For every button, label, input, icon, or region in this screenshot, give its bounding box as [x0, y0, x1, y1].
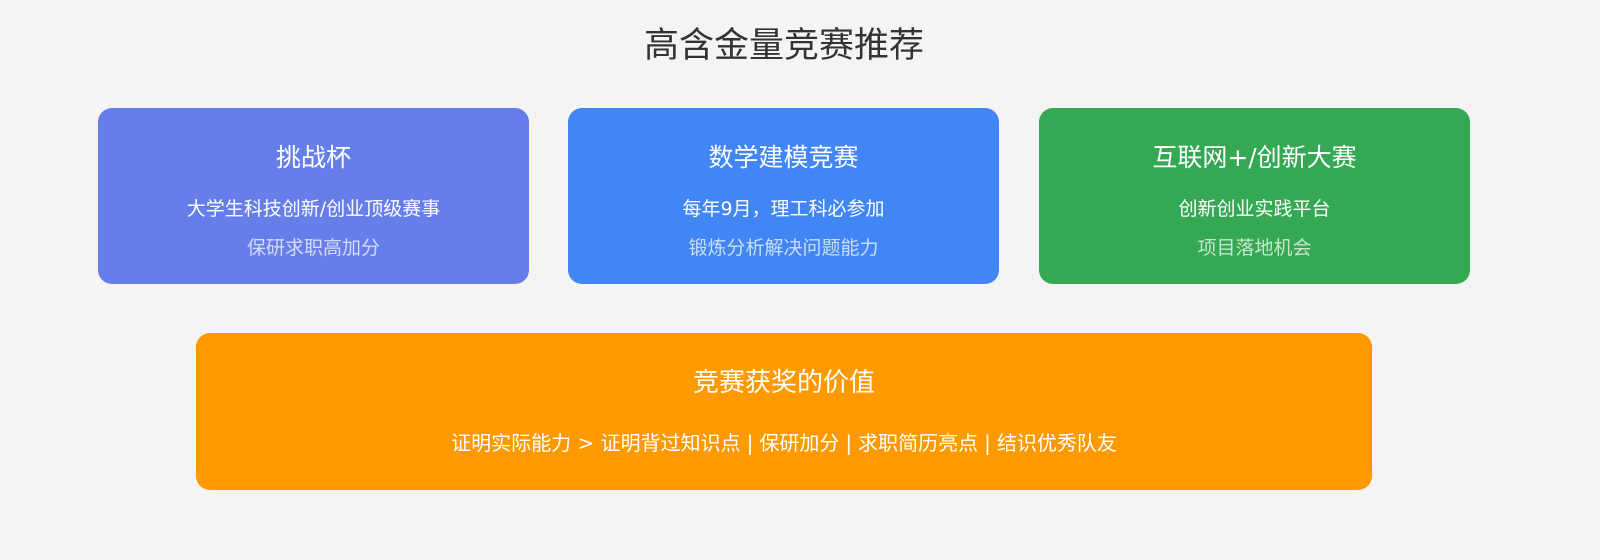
value-item: 求职简历亮点 [858, 431, 979, 455]
page-title: 高含金量竞赛推荐 [643, 26, 924, 66]
card-note: 项目落地机会 [1197, 237, 1312, 259]
value-title: 竞赛获奖的价值 [692, 368, 875, 398]
card-title: 挑战杯 [275, 143, 351, 172]
card-note: 锻炼分析解决问题能力 [688, 237, 879, 259]
card-description: 每年9月，理工科必参加 [682, 198, 885, 220]
card-math-modeling: 数学建模竞赛 每年9月，理工科必参加 锻炼分析解决问题能力 [568, 108, 999, 284]
card-title: 互联网+/创新大赛 [1152, 143, 1357, 172]
value-item: 证明实际能力 > 证明背过知识点 [451, 431, 741, 455]
award-value-box: 竞赛获奖的价值 证明实际能力 > 证明背过知识点|保研加分|求职简历亮点|结识优… [196, 333, 1372, 490]
value-item: 保研加分 [759, 431, 840, 455]
card-title: 数学建模竞赛 [708, 143, 859, 172]
card-challenge-cup: 挑战杯 大学生科技创新/创业顶级赛事 保研求职高加分 [98, 108, 529, 284]
value-list: 证明实际能力 > 证明背过知识点|保研加分|求职简历亮点|结识优秀队友 [196, 430, 1372, 456]
separator: | [845, 431, 853, 455]
card-note: 保研求职高加分 [246, 237, 380, 259]
card-internet-plus: 互联网+/创新大赛 创新创业实践平台 项目落地机会 [1039, 108, 1470, 284]
separator: | [746, 431, 754, 455]
separator: | [984, 431, 991, 455]
card-description: 大学生科技创新/创业顶级赛事 [186, 198, 441, 220]
value-item: 结识优秀队友 [996, 431, 1117, 455]
card-description: 创新创业实践平台 [1178, 198, 1331, 220]
